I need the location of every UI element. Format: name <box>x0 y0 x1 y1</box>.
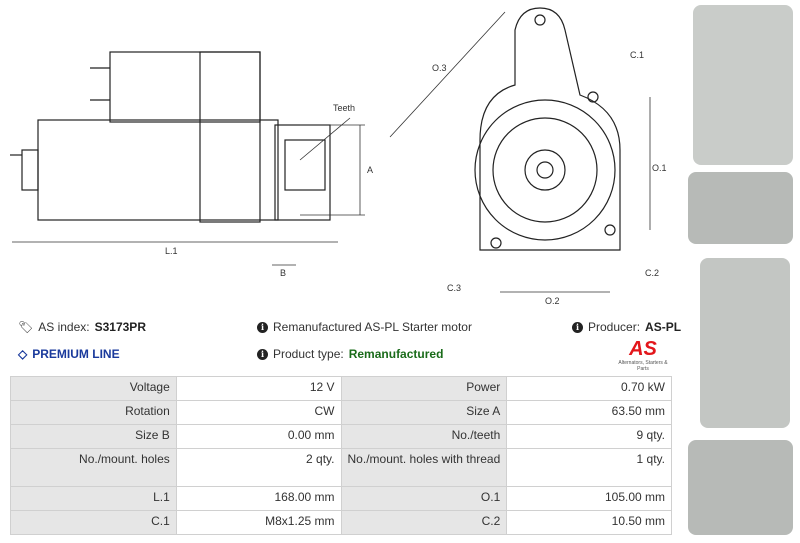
spec-value: 0.70 kW <box>506 376 672 401</box>
dim-a: A <box>367 165 374 175</box>
spec-label: Power <box>340 376 508 401</box>
info-icon: i <box>257 321 268 333</box>
spec-value: 2 qty. <box>175 448 342 487</box>
as-index-label: AS index: <box>38 320 90 334</box>
spec-label: Size A <box>340 400 508 425</box>
spec-value: 0.00 mm <box>175 424 342 449</box>
spec-value: 9 qty. <box>506 424 672 449</box>
info-icon: i <box>257 348 268 360</box>
product-type-label: Product type: <box>273 347 344 361</box>
logo-mark: AS <box>629 338 657 360</box>
premium-line: ◇ PREMIUM LINE <box>18 347 120 361</box>
spec-label: Rotation <box>10 400 177 425</box>
as-pl-logo: AS Alternators, Starters & Parts <box>612 338 674 372</box>
description: i Remanufactured AS-PL Starter motor <box>257 320 472 334</box>
spec-label: No./mount. holes <box>10 448 177 487</box>
spec-label: No./mount. holes with thread <box>340 448 508 487</box>
spec-value: 12 V <box>175 376 342 401</box>
dim-c2: C.2 <box>645 268 660 278</box>
spec-value: 1 qty. <box>506 448 672 487</box>
side-view-drawing <box>10 51 365 266</box>
dim-c1: C.1 <box>630 50 645 60</box>
spec-value: 105.00 mm <box>506 486 672 511</box>
spec-value: M8x1.25 mm <box>175 510 342 535</box>
as-index: 🏷︎ AS index: S3173PR <box>18 320 146 334</box>
dim-o2: O.2 <box>545 296 560 306</box>
spec-label: C.2 <box>340 510 508 535</box>
product-photo-front[interactable] <box>693 5 793 165</box>
spec-label: C.1 <box>10 510 177 535</box>
dim-o1: O.1 <box>652 163 667 173</box>
spec-label: Voltage <box>10 376 177 401</box>
as-index-value: S3173PR <box>94 320 146 334</box>
premium-line-label: PREMIUM LINE <box>32 347 120 361</box>
spec-label: O.1 <box>340 486 508 511</box>
dim-l1: L.1 <box>165 246 178 256</box>
diamond-icon: ◇ <box>18 347 28 361</box>
product-type-value: Remanufactured <box>348 347 444 361</box>
description-text: Remanufactured AS-PL Starter motor <box>273 320 472 334</box>
dim-o3: O.3 <box>432 63 447 73</box>
dim-b: B <box>280 268 287 278</box>
product-photo-rear[interactable] <box>700 258 790 428</box>
producer: i Producer: AS-PL <box>572 320 681 334</box>
producer-value: AS-PL <box>645 320 682 334</box>
spec-value: CW <box>175 400 342 425</box>
logo-tagline: Alternators, Starters & Parts <box>618 360 668 372</box>
spec-label: Size B <box>10 424 177 449</box>
producer-label: Producer: <box>588 320 641 334</box>
product-photo-top[interactable] <box>688 440 793 535</box>
info-icon: i <box>572 321 583 333</box>
tag-icon: 🏷︎ <box>18 320 34 334</box>
spec-value: 10.50 mm <box>506 510 672 535</box>
front-view-drawing <box>389 7 651 293</box>
spec-label: No./teeth <box>340 424 508 449</box>
dim-c3: C.3 <box>447 283 462 293</box>
spec-label: L.1 <box>10 486 177 511</box>
spec-value: 168.00 mm <box>175 486 342 511</box>
spec-value: 63.50 mm <box>506 400 672 425</box>
teeth-label: Teeth <box>333 103 356 113</box>
product-photo-side[interactable] <box>688 172 793 244</box>
product-type: i Product type: Remanufactured <box>257 347 443 361</box>
